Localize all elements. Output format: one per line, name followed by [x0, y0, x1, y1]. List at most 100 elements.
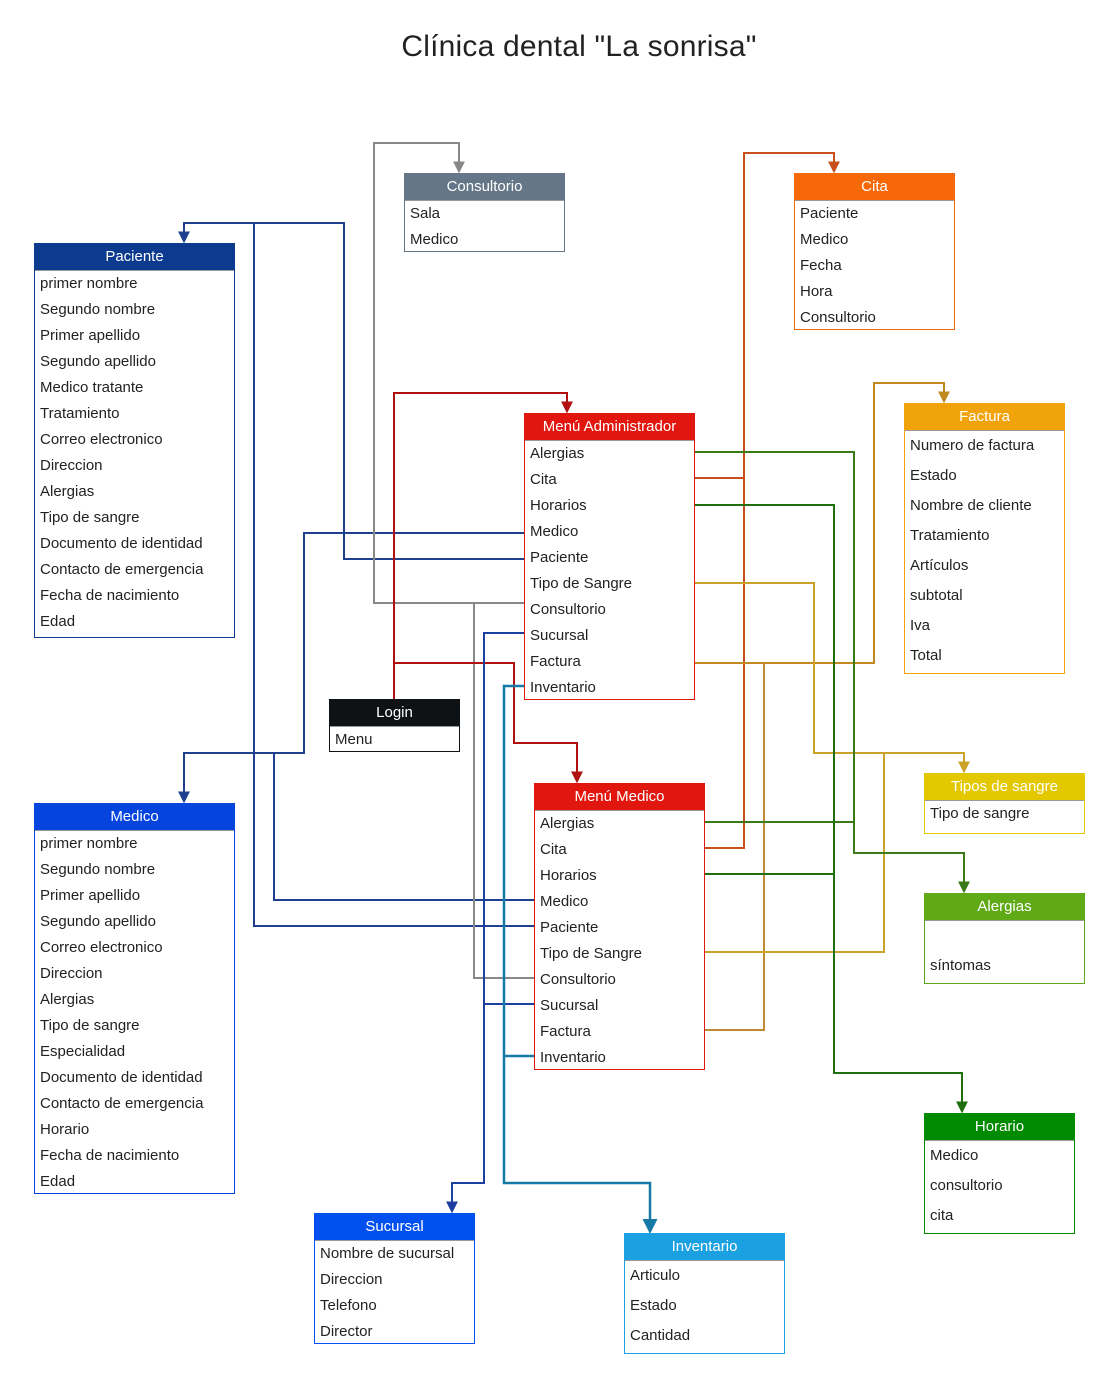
sucursal-field[interactable]: Telefono — [320, 1297, 377, 1314]
sucursal-field[interactable]: Nombre de sucursal — [320, 1245, 455, 1262]
sucursal-field[interactable]: Director — [320, 1323, 373, 1340]
medico-field[interactable]: Direccion — [40, 965, 103, 982]
medico-field[interactable]: Tipo de sangre — [40, 1017, 140, 1034]
cita-field[interactable]: Consultorio — [800, 309, 876, 326]
paciente-field[interactable]: Alergias — [40, 483, 95, 500]
menu-medico-field[interactable]: Alergias — [540, 815, 595, 832]
sucursal-field[interactable]: Direccion — [320, 1271, 383, 1288]
medico-field[interactable]: Horario — [40, 1121, 90, 1138]
cita-field[interactable]: Fecha — [800, 257, 842, 274]
menu-medico-field[interactable]: Consultorio — [540, 971, 616, 988]
connector-line — [394, 662, 583, 784]
connector-line — [253, 223, 534, 927]
menu-admin-field[interactable]: Tipo de Sangre — [530, 575, 633, 592]
paciente-field[interactable]: Segundo nombre — [40, 301, 156, 318]
paciente-field[interactable]: Medico tratante — [40, 379, 144, 396]
menu-medico-field[interactable]: Inventario — [540, 1049, 606, 1066]
paciente-field[interactable]: Tratamiento — [40, 405, 120, 422]
paciente-header: Paciente — [35, 244, 234, 271]
menu-admin-field[interactable]: Paciente — [530, 549, 589, 566]
factura-field[interactable]: Iva — [910, 617, 931, 634]
horario-field[interactable]: consultorio — [930, 1177, 1003, 1194]
factura-field[interactable]: Estado — [910, 467, 957, 484]
menu-admin-field[interactable]: Cita — [530, 471, 557, 488]
medico-field[interactable]: Alergias — [40, 991, 95, 1008]
factura-field[interactable]: subtotal — [910, 587, 963, 604]
medico-field[interactable]: primer nombre — [40, 835, 138, 852]
factura-field[interactable]: Nombre de cliente — [910, 497, 1032, 514]
cita-field[interactable]: Hora — [800, 283, 833, 300]
menu-admin-field[interactable]: Sucursal — [530, 627, 589, 644]
menu-medico-field[interactable]: Medico — [540, 893, 589, 910]
paciente-field[interactable]: Tipo de sangre — [40, 509, 140, 526]
medico-field[interactable]: Contacto de emergencia — [40, 1095, 204, 1112]
horario-field[interactable]: Medico — [930, 1147, 979, 1164]
menu-admin-field[interactable]: Factura — [530, 653, 581, 670]
alergias-field[interactable]: síntomas — [930, 957, 991, 974]
inventario-field[interactable]: Estado — [630, 1297, 677, 1314]
medico-field[interactable]: Especialidad — [40, 1043, 126, 1060]
menu-admin-field[interactable]: Horarios — [530, 497, 587, 514]
paciente-field[interactable]: primer nombre — [40, 275, 138, 292]
factura-field[interactable]: Numero de factura — [910, 437, 1035, 454]
connector-line — [273, 753, 534, 901]
cita-field[interactable]: Medico — [800, 231, 849, 248]
login-field[interactable]: Menu — [335, 731, 373, 748]
consultorio-field[interactable]: Sala — [410, 205, 441, 222]
menu-medico-field[interactable]: Factura — [540, 1023, 591, 1040]
medico-header: Medico — [35, 804, 234, 831]
medico-field[interactable]: Fecha de nacimiento — [40, 1147, 180, 1164]
horario-field[interactable]: cita — [930, 1207, 954, 1224]
menu-medico-field[interactable]: Paciente — [540, 919, 599, 936]
tipos-sangre-field[interactable]: Tipo de sangre — [930, 805, 1030, 822]
factura-field[interactable]: Tratamiento — [910, 527, 990, 544]
cita-field[interactable]: Paciente — [800, 205, 859, 222]
paciente-field[interactable]: Primer apellido — [40, 327, 141, 344]
menu-medico-field[interactable]: Horarios — [540, 867, 597, 884]
medico-field[interactable]: Edad — [40, 1173, 76, 1190]
menu-admin-field[interactable]: Inventario — [530, 679, 596, 696]
medico-field[interactable]: Documento de identidad — [40, 1069, 203, 1086]
menu-admin-field[interactable]: Medico — [530, 523, 579, 540]
factura-field[interactable]: Artículos — [910, 557, 969, 574]
connector-line — [705, 753, 885, 953]
medico-field[interactable]: Correo electronico — [40, 939, 163, 956]
inventario-field[interactable]: Cantidad — [630, 1327, 691, 1344]
paciente-field[interactable]: Documento de identidad — [40, 535, 203, 552]
factura-field[interactable]: Total — [910, 647, 942, 664]
paciente-field[interactable]: Contacto de emergencia — [40, 561, 204, 578]
menu-admin-field[interactable]: Consultorio — [530, 601, 606, 618]
menu-medico-field[interactable]: Tipo de Sangre — [540, 945, 643, 962]
paciente-field[interactable]: Direccion — [40, 457, 103, 474]
menu-medico-field[interactable]: Sucursal — [540, 997, 599, 1014]
paciente-field[interactable]: Correo electronico — [40, 431, 163, 448]
medico-field[interactable]: Primer apellido — [40, 887, 141, 904]
connector-line — [695, 152, 840, 479]
consultorio-field[interactable]: Medico — [410, 231, 459, 248]
paciente-field[interactable]: Edad — [40, 613, 76, 630]
connector-line — [178, 532, 524, 804]
paciente-field[interactable]: Fecha de nacimiento — [40, 587, 180, 604]
medico-field[interactable]: Segundo nombre — [40, 861, 156, 878]
connector-line — [473, 603, 534, 979]
menu-admin-field[interactable]: Alergias — [530, 445, 585, 462]
paciente-field[interactable]: Segundo apellido — [40, 353, 156, 370]
menu-medico-field[interactable]: Cita — [540, 841, 567, 858]
medico-field[interactable]: Segundo apellido — [40, 913, 156, 930]
alergias-field[interactable] — [925, 921, 1084, 951]
inventario-field[interactable]: Articulo — [630, 1267, 681, 1284]
